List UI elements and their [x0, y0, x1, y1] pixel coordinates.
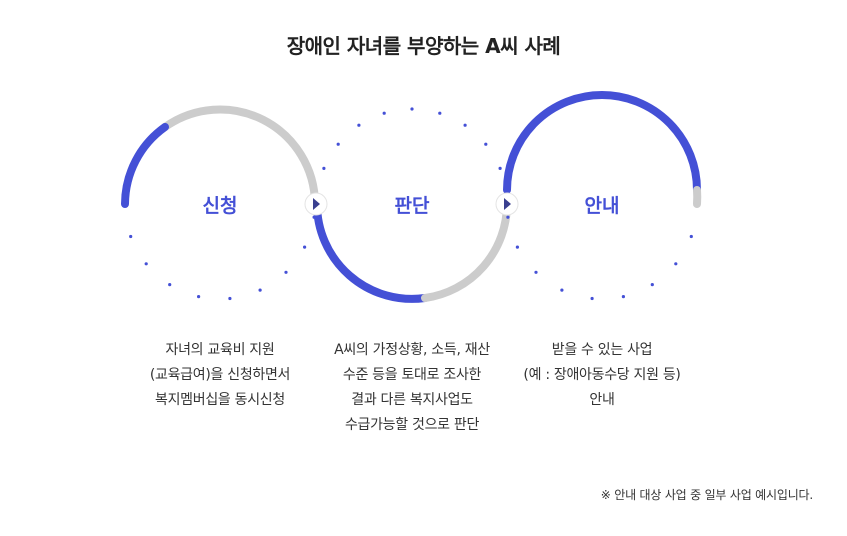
stage-2-description-line: 결과 다른 복지사업도 [351, 392, 473, 408]
dot-mark [129, 234, 133, 239]
stage-3-dotted-arc [506, 215, 693, 301]
stage-1-label: 신청 [203, 195, 238, 217]
stage-1-description-line: 복지멤버십을 동시신청 [155, 392, 285, 408]
stage-2-description-line: 수준 등을 토대로 조사한 [342, 367, 482, 383]
dot-mark [197, 295, 201, 299]
stage-1-track-arc [161, 105, 319, 208]
stage-1-dotted-arc [129, 215, 316, 301]
dot-mark [284, 270, 288, 274]
dot-mark [168, 283, 172, 287]
stage-3-description-line: 안내 [589, 392, 615, 408]
dot-mark [484, 142, 488, 146]
dot-mark [560, 288, 564, 292]
dot-mark [410, 107, 414, 111]
page-title: 장애인 자녀를 부양하는 A씨 사례 [286, 34, 561, 58]
stage-1-description: 자녀의 교육비 지원 (교육급여)을 신청하면서 복지멤버십을 동시신청 [100, 338, 340, 413]
dot-mark [322, 166, 326, 170]
dot-mark [515, 245, 520, 249]
dot-mark [357, 123, 361, 127]
stage-2-description: A씨의 가정상황, 소득, 재산 수준 등을 토대로 조사한 결과 다른 복지사… [292, 338, 532, 438]
stage-1-description-line: 자녀의 교육비 지원 [165, 342, 275, 358]
stage-2-description-line: A씨의 가정상황, 소득, 재산 [334, 342, 490, 358]
dot-mark [336, 142, 340, 146]
stage-1-description-line: (교육급여)을 신청하면서 [149, 367, 291, 383]
stage-2-description-line: 수급가능할 것으로 판단 [344, 417, 480, 433]
stage-3-description-line: 받을 수 있는 사업 [551, 342, 653, 358]
stage-3-label: 안내 [585, 195, 620, 217]
dot-mark [258, 288, 262, 292]
stage-2-label: 판단 [395, 195, 430, 217]
dot-mark [621, 295, 626, 299]
dot-mark [463, 123, 467, 127]
arrow-right-icon [495, 192, 519, 216]
dot-mark [438, 111, 442, 115]
footnote: ※ 안내 대상 사업 중 일부 사업 예시입니다. [600, 488, 813, 502]
stage-2-circle: 판단 [313, 107, 511, 303]
stage-3-description: 받을 수 있는 사업 (예 : 장애아동수당 지원 등) 안내 [482, 338, 722, 413]
stage-2-dotted-arc [322, 107, 502, 170]
dot-mark [498, 166, 502, 170]
dot-mark [590, 296, 594, 301]
dot-mark [303, 245, 307, 249]
dot-mark [144, 262, 148, 266]
dot-mark [534, 270, 538, 274]
dot-mark [228, 296, 232, 301]
dot-mark [382, 111, 386, 115]
stage-3-circle: 안내 [503, 91, 702, 301]
stage-3-description-line: (예 : 장애아동수당 지원 등) [523, 367, 681, 383]
dot-mark [506, 215, 510, 219]
dot-mark [650, 283, 654, 287]
dot-mark [689, 234, 693, 239]
stage-1-progress-arc [121, 123, 169, 208]
arrow-right-icon [304, 192, 328, 216]
dot-mark [674, 262, 678, 266]
stage-2-progress-arc [313, 200, 429, 303]
stage-3-progress-arc [503, 91, 701, 194]
stage-1-circle: 신청 [121, 105, 319, 301]
stage-2-track-arc [421, 200, 511, 302]
